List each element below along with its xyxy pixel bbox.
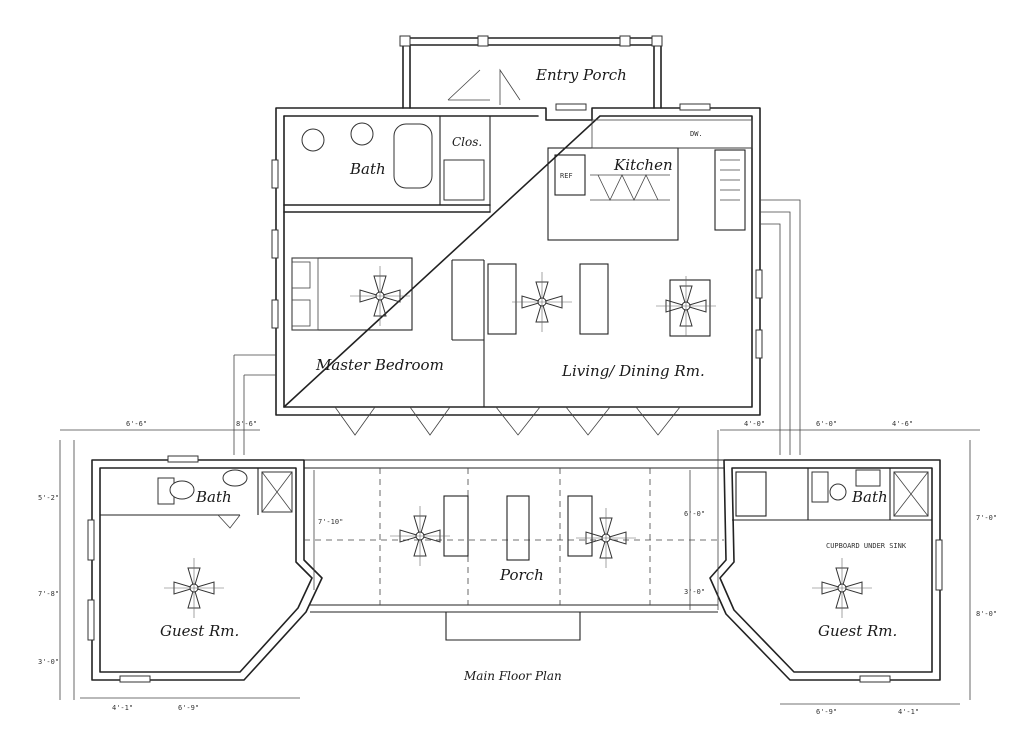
ceiling-fan-icon — [576, 508, 636, 568]
ceiling-fan-icon — [656, 276, 716, 336]
refrigerator-label: REF — [560, 172, 573, 180]
dim-left-side-1: 5'-2" — [38, 494, 59, 502]
dim-right-top-1: 4'-0" — [744, 420, 765, 428]
dim-left-gap: 8'-6" — [236, 420, 257, 428]
connector-lines — [233, 199, 801, 455]
dim-left-top: 6'-6" — [126, 420, 147, 428]
dim-porch-side-left: 7'-10" — [318, 518, 343, 526]
right-guest-wing-walls — [709, 459, 943, 683]
left-guest-wing-walls — [87, 455, 323, 683]
entry-porch-walls — [399, 35, 663, 109]
left-guest-room-label: Guest Rm. — [160, 622, 239, 640]
ceiling-fan-icon — [390, 506, 450, 566]
entry-porch-label: Entry Porch — [535, 66, 627, 84]
dim-right-top-3: 4'-6" — [892, 420, 913, 428]
porch-label: Porch — [499, 566, 544, 584]
ceiling-fan-icon — [512, 272, 572, 332]
dim-left-side-3: 3'-0" — [38, 658, 59, 666]
ceiling-fan-icon — [350, 266, 410, 326]
dim-right-side-1: 7'-0" — [976, 514, 997, 522]
dim-porch-right-low: 3'-0" — [684, 588, 705, 596]
plan-title: Main Floor Plan — [463, 669, 562, 683]
dim-left-bottom-1: 4'-1" — [112, 704, 133, 712]
ceiling-fan-icon — [164, 558, 224, 618]
master-bath-label: Bath — [349, 160, 386, 178]
dim-right-bottom-1: 6'-9" — [816, 708, 837, 716]
dim-porch-side-right: 6'-0" — [684, 510, 705, 518]
cupboard-note: CUPBOARD UNDER SINK — [826, 542, 907, 550]
ceiling-fans — [164, 266, 872, 618]
kitchen-label: Kitchen — [613, 156, 673, 174]
porch-area — [304, 459, 724, 641]
dishwasher-label: DW. — [690, 130, 703, 138]
dim-left-bottom-2: 6'-9" — [178, 704, 199, 712]
closet-label: Clos. — [452, 135, 482, 149]
left-bath-label: Bath — [195, 488, 232, 506]
dim-right-side-2: 8'-0" — [976, 610, 997, 618]
master-bedroom-label: Master Bedroom — [315, 356, 444, 374]
main-house-walls — [271, 103, 763, 436]
dim-right-bottom-2: 4'-1" — [898, 708, 919, 716]
dimension-lines — [59, 429, 980, 705]
dim-left-side-2: 7'-8" — [38, 590, 59, 598]
ceiling-fan-icon — [812, 558, 872, 618]
right-guest-room-label: Guest Rm. — [818, 622, 897, 640]
living-dining-label: Living/ Dining Rm. — [561, 362, 705, 380]
dim-right-top-2: 6'-0" — [816, 420, 837, 428]
right-bath-label: Bath — [851, 488, 888, 506]
